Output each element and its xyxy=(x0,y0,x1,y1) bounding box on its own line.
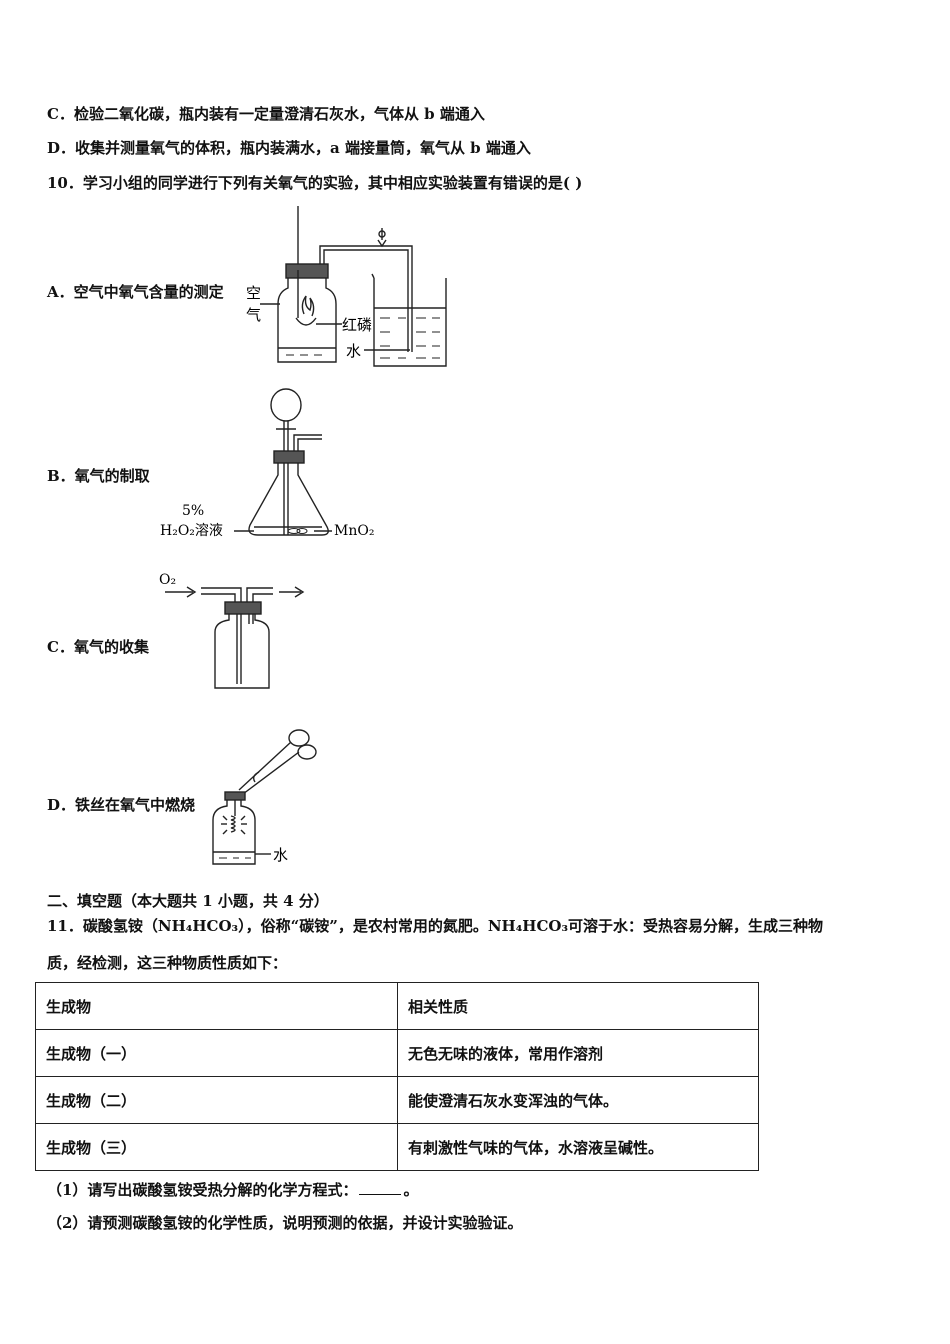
q9-option-c: C．检验二氧化碳，瓶内装有一定量澄清石灰水，气体从 b 端通入 xyxy=(47,105,485,123)
q10-stem: 10．学习小组的同学进行下列有关氧气的实验，其中相应实验装置有错误的是( ) xyxy=(47,174,583,192)
table-row: 生成物（一） 无色无味的液体，常用作溶剂 xyxy=(35,1029,759,1077)
q11-sub-question-1: （1）请写出碳酸氢铵受热分解的化学方程式： 。 xyxy=(47,1179,418,1200)
figure-b-oxygen-preparation-apparatus: 5% H₂O₂溶液 MnO₂ xyxy=(160,388,374,539)
q11-stem-line-1: 11．碳酸氢铵（NH₄HCO₃），俗称“碳铵”，是农村常用的氮肥。NH₄HCO₃… xyxy=(47,917,824,935)
table-row: 生成物（二） 能使澄清石灰水变浑浊的气体。 xyxy=(35,1076,759,1124)
fig-c-gas-label: O₂ xyxy=(159,572,176,588)
q10-option-d: D．铁丝在氧气中燃烧 xyxy=(47,796,196,814)
answer-blank[interactable] xyxy=(359,1180,402,1195)
q10-option-c: C．氧气的收集 xyxy=(47,638,149,656)
table-row: 生成物（三） 有刺激性气味的气体，水溶液呈碱性。 xyxy=(35,1123,759,1171)
q10-option-b: B．氧气的制取 xyxy=(47,467,150,485)
table-header-row: 生成物 相关性质 xyxy=(35,982,759,1030)
q9-option-d: D．收集并测量氧气的体积，瓶内装满水，a 端接量筒，氧气从 b 端通入 xyxy=(47,139,531,157)
figure-c-oxygen-collection-apparatus: O₂ xyxy=(159,572,305,689)
figure-a-oxygen-content-apparatus: 空 气 红磷 水 xyxy=(246,206,447,367)
products-properties-table: 生成物 相关性质 生成物（一） 无色无味的液体，常用作溶剂 生成物（二） 能使澄… xyxy=(35,982,759,1171)
table-header-product: 生成物 xyxy=(35,982,398,1030)
fig-a-phosphorus-label: 红磷 xyxy=(342,316,372,334)
q11-stem-line-2: 质，经检测，这三种物质性质如下： xyxy=(47,954,288,972)
table-cell-product: 生成物（二） xyxy=(35,1076,398,1124)
section-heading: 二、填空题（本大题共 1 小题，共 4 分） xyxy=(47,892,329,910)
fig-b-solution-label: H₂O₂溶液 xyxy=(160,523,223,539)
q11-sub1-suffix: 。 xyxy=(403,1181,419,1199)
table-header-property: 相关性质 xyxy=(397,982,759,1030)
fig-a-air-label-2: 气 xyxy=(246,306,261,324)
fig-d-water-label: 水 xyxy=(273,846,288,864)
q10-option-a: A．空气中氧气含量的测定 xyxy=(47,283,224,301)
table-cell-product: 生成物（一） xyxy=(35,1029,398,1077)
table-cell-property: 能使澄清石灰水变浑浊的气体。 xyxy=(397,1076,759,1124)
fig-a-water-label: 水 xyxy=(346,342,361,360)
table-cell-property: 无色无味的液体，常用作溶剂 xyxy=(397,1029,759,1077)
table-cell-product: 生成物（三） xyxy=(35,1123,398,1171)
table-cell-property: 有刺激性气味的气体，水溶液呈碱性。 xyxy=(397,1123,759,1171)
fig-b-catalyst-label: MnO₂ xyxy=(334,523,374,539)
q11-sub-question-2: （2）请预测碳酸氢铵的化学性质，说明预测的依据，并设计实验验证。 xyxy=(47,1214,523,1232)
fig-a-air-label-1: 空 xyxy=(246,284,261,302)
q11-sub1-prefix: （1）请写出碳酸氢铵受热分解的化学方程式： xyxy=(47,1181,358,1199)
figure-d-iron-wire-burning-apparatus: 水 xyxy=(212,729,317,865)
fig-b-percent-label: 5% xyxy=(182,503,204,519)
